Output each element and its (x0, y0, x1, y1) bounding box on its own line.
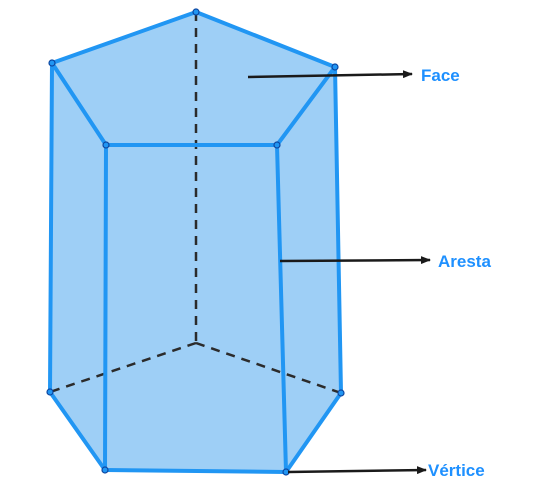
top-face (52, 12, 335, 145)
bottom-edge-right (284, 391, 343, 474)
vertical-edge-left (48, 61, 54, 394)
right-face (277, 67, 341, 472)
hidden-edge-bottom-left (49, 341, 197, 394)
vertex (101, 466, 109, 474)
bottom-edge-left (48, 390, 107, 472)
vertex (102, 141, 110, 149)
aresta-arrow (279, 256, 431, 265)
aresta-label: Aresta (438, 252, 491, 271)
vertice-label: Vértice (428, 461, 485, 480)
vertex (331, 63, 339, 71)
vertice-arrow (287, 466, 427, 475)
vertex (273, 141, 281, 149)
face-arrow (247, 70, 413, 79)
bottom-edge-front (103, 468, 288, 474)
vertex (337, 389, 345, 397)
vertical-edge-front-left (103, 143, 108, 472)
vertex (46, 388, 54, 396)
vertex (192, 8, 200, 16)
vertices (46, 8, 345, 476)
label-arrows (247, 70, 431, 475)
top-edge-right (275, 65, 337, 147)
left-face (50, 63, 106, 470)
hidden-edges (49, 12, 342, 395)
vertical-edge-front-right (275, 143, 288, 474)
face-label: Face (421, 66, 460, 85)
top-edge-left (50, 61, 108, 147)
vertical-edge-right (333, 65, 343, 395)
vertex (48, 59, 56, 67)
